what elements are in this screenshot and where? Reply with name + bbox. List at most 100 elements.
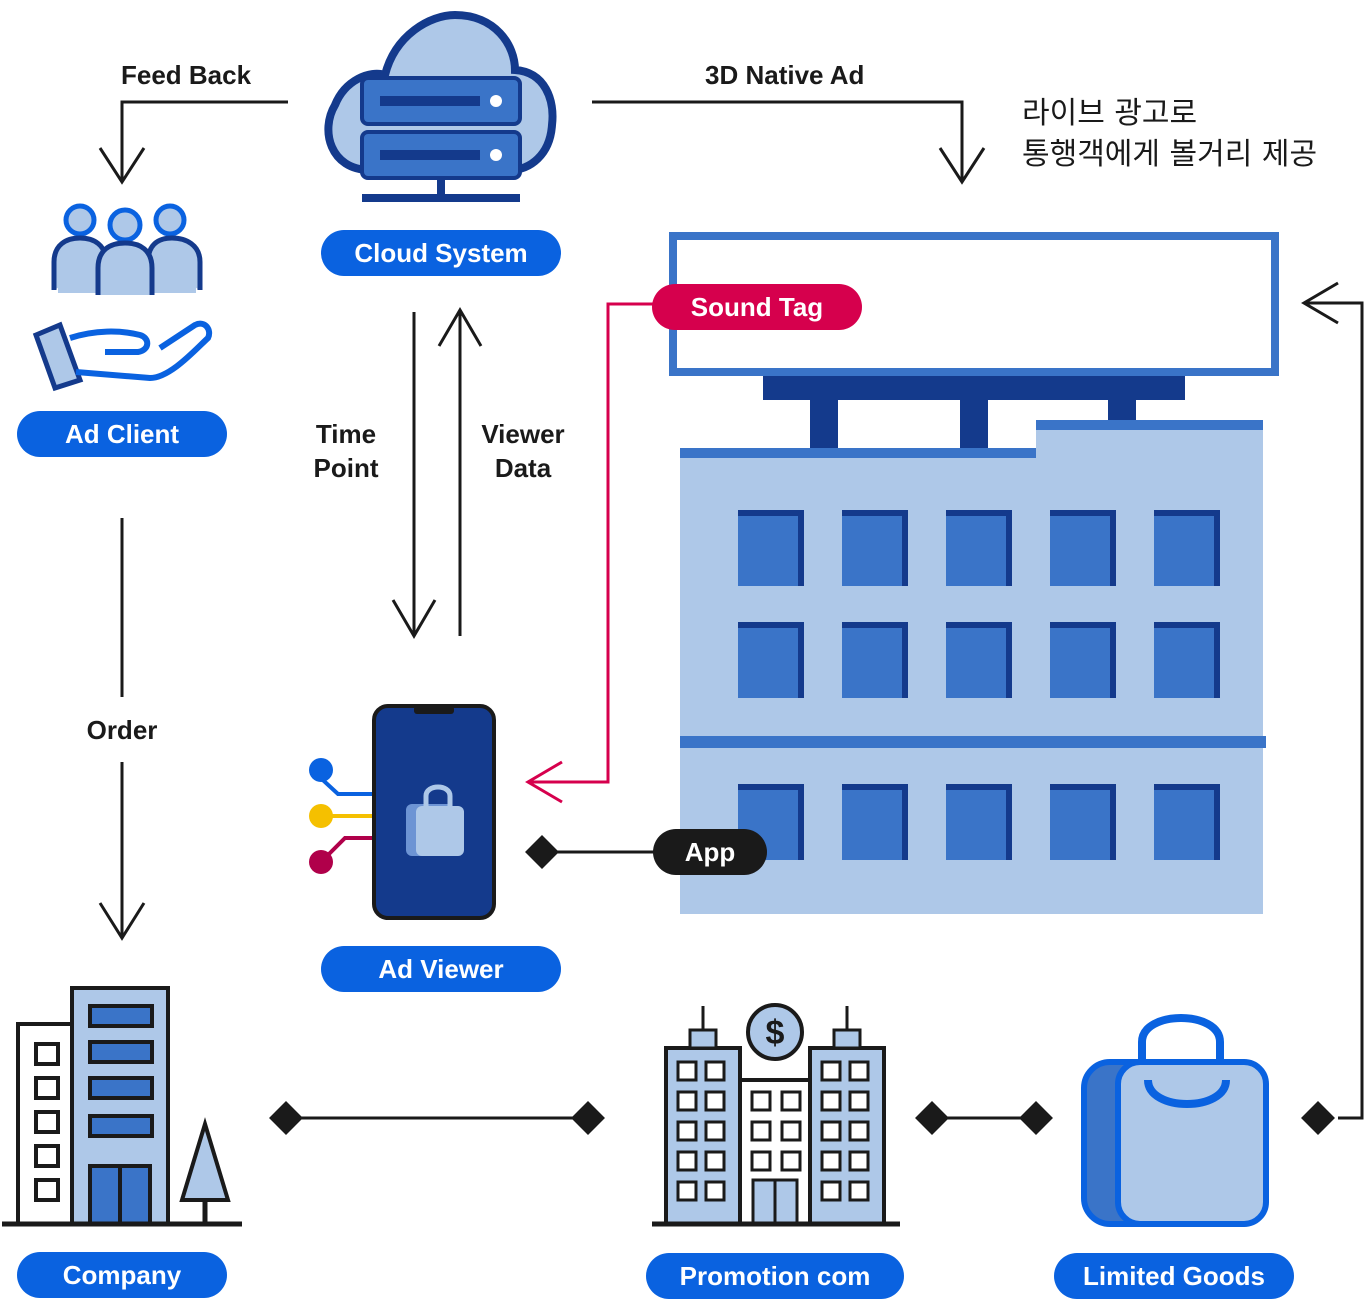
window xyxy=(798,784,804,860)
billboard-building-icon xyxy=(669,232,1279,914)
viewer-data-label-2: Data xyxy=(494,453,552,483)
window xyxy=(946,622,1012,698)
people-hand-icon xyxy=(32,203,213,392)
window xyxy=(676,1120,698,1142)
time-point-label-2: Point xyxy=(313,453,379,483)
window xyxy=(798,622,804,698)
window xyxy=(842,510,908,586)
window xyxy=(848,1090,870,1112)
window xyxy=(704,1150,726,1172)
window xyxy=(848,1150,870,1172)
window xyxy=(780,1150,802,1172)
app-pill: App xyxy=(653,829,767,875)
window xyxy=(1050,784,1116,860)
window xyxy=(1050,510,1116,516)
window xyxy=(1110,510,1116,586)
promotion-com-pill: Promotion com xyxy=(646,1253,904,1299)
viewer-data-label-1: Viewer xyxy=(481,419,565,449)
company-pill: Company xyxy=(17,1252,227,1298)
window xyxy=(34,1178,60,1202)
window xyxy=(848,1060,870,1082)
window xyxy=(676,1060,698,1082)
company-building-icon xyxy=(2,986,242,1227)
window xyxy=(1110,622,1116,698)
window xyxy=(946,510,1012,516)
window xyxy=(704,1120,726,1142)
bank-building-icon: $ xyxy=(652,1003,900,1227)
window xyxy=(946,784,1012,860)
window xyxy=(34,1144,60,1168)
window xyxy=(88,1114,154,1138)
window xyxy=(34,1110,60,1134)
window xyxy=(738,622,804,698)
window xyxy=(1006,622,1012,698)
window xyxy=(902,622,908,698)
cloud-server-icon xyxy=(324,10,557,202)
window xyxy=(1050,784,1116,790)
window xyxy=(738,784,804,790)
window xyxy=(676,1090,698,1112)
window xyxy=(848,1180,870,1202)
window xyxy=(704,1180,726,1202)
window xyxy=(842,784,908,790)
svg-text:$: $ xyxy=(766,1014,785,1052)
ad-client-pill: Ad Client xyxy=(17,411,227,457)
window xyxy=(1154,622,1220,698)
window xyxy=(1050,622,1116,698)
window xyxy=(1214,784,1220,860)
window xyxy=(820,1090,842,1112)
window xyxy=(88,1040,154,1064)
window xyxy=(1154,784,1220,860)
window xyxy=(750,1120,772,1142)
window xyxy=(738,622,804,628)
ad-viewer-pill: Ad Viewer xyxy=(321,946,561,992)
window xyxy=(902,510,908,586)
limited-goods-pill: Limited Goods xyxy=(1054,1253,1294,1299)
window xyxy=(34,1042,60,1066)
window xyxy=(820,1060,842,1082)
window xyxy=(1050,510,1116,586)
korean-caption-line1: 라이브 광고로 xyxy=(1022,96,1198,131)
window xyxy=(88,1076,154,1100)
window xyxy=(780,1120,802,1142)
window xyxy=(1214,622,1220,698)
window xyxy=(902,784,908,860)
window xyxy=(1154,622,1220,628)
window xyxy=(842,784,908,860)
window xyxy=(1006,784,1012,860)
window xyxy=(820,1120,842,1142)
window xyxy=(704,1090,726,1112)
order-label: Order xyxy=(86,715,158,745)
window xyxy=(848,1120,870,1142)
window xyxy=(1110,784,1116,860)
korean-caption-line2: 통행객에게 볼거리 제공 xyxy=(1022,137,1318,172)
window xyxy=(1214,510,1220,586)
native-ad-label: 3D Native Ad xyxy=(705,60,865,90)
window xyxy=(750,1150,772,1172)
window xyxy=(738,510,804,516)
window xyxy=(704,1060,726,1082)
window xyxy=(738,510,804,586)
window xyxy=(1050,622,1116,628)
smartphone-icon xyxy=(309,704,496,920)
window xyxy=(676,1150,698,1172)
sound-tag-pill: Sound Tag xyxy=(652,284,862,330)
feed-back-label: Feed Back xyxy=(121,60,252,90)
window xyxy=(946,510,1012,586)
window xyxy=(842,622,908,628)
window xyxy=(88,1004,154,1028)
window xyxy=(842,510,908,516)
window xyxy=(820,1150,842,1172)
window xyxy=(1154,510,1220,586)
time-point-label-1: Time xyxy=(315,419,377,449)
window xyxy=(1006,510,1012,586)
window xyxy=(780,1090,802,1112)
cloud-system-pill: Cloud System xyxy=(321,230,561,276)
window xyxy=(820,1180,842,1202)
window xyxy=(946,622,1012,628)
shopping-bag-icon xyxy=(1081,1014,1269,1227)
window xyxy=(34,1076,60,1100)
window xyxy=(798,510,804,586)
window xyxy=(1154,510,1220,516)
window xyxy=(676,1180,698,1202)
